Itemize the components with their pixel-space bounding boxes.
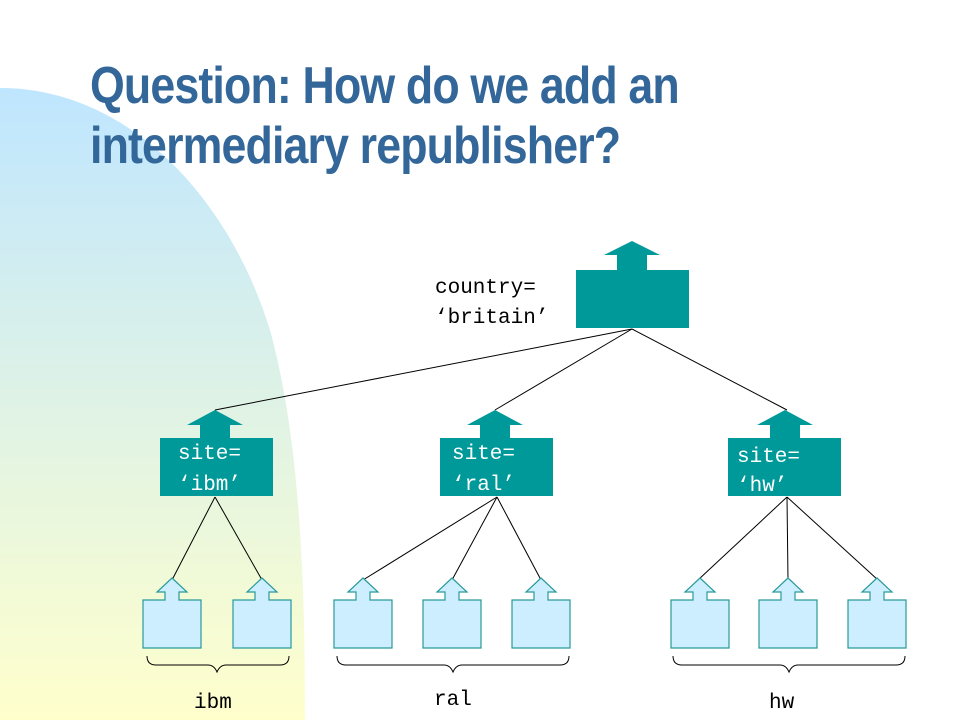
client-node-ibm-2 — [232, 577, 292, 649]
connector-hw-client-2 — [786, 496, 789, 581]
group-label-ral: ral — [434, 689, 472, 712]
connector-ral-client-1 — [362, 496, 498, 581]
root-broker-node — [576, 241, 689, 328]
connector-hw-client-1 — [697, 496, 788, 581]
connector-ral-client-3 — [496, 496, 542, 581]
root-label-line-2: ‘britain’ — [435, 307, 548, 330]
connector-ibm-client-1 — [171, 496, 216, 581]
client-node-ral-1 — [333, 577, 393, 649]
site-ral-label-line-1: site= — [452, 443, 515, 466]
client-shape — [422, 577, 482, 649]
site-broker-ibm: site= ‘ibm’ — [160, 410, 273, 497]
slide-title-line-2: intermediary republisher? — [90, 117, 621, 175]
group-braces — [146, 655, 906, 674]
root-connectors — [214, 328, 788, 411]
site-ral-label-line-2: ‘ral’ — [452, 474, 515, 497]
site-hw-label-line-1: site= — [737, 446, 800, 469]
client-shape — [232, 577, 292, 649]
connector-ibm-client-2 — [214, 496, 263, 581]
client-node-hw-3 — [847, 577, 907, 649]
group-label-hw: hw — [769, 692, 795, 715]
site-broker-hw: site= ‘hw’ — [728, 410, 841, 498]
client-node-ral-3 — [511, 577, 571, 649]
site-hw-neck — [770, 424, 800, 438]
client-nodes — [142, 577, 907, 649]
client-shape — [758, 577, 818, 649]
brace-hw — [672, 655, 906, 674]
site-ibm-neck — [200, 424, 230, 438]
root-label-line-1: country= — [435, 277, 536, 300]
group-label-ibm: ibm — [194, 692, 232, 715]
connector-hw-client-3 — [786, 496, 879, 581]
client-shape — [511, 577, 571, 649]
site-connectors — [171, 496, 879, 581]
site-ral-box — [440, 438, 553, 496]
site-ibm-box — [160, 438, 273, 496]
root-broker-box — [576, 270, 689, 328]
client-node-hw-1 — [670, 577, 730, 649]
client-node-ibm-1 — [142, 577, 202, 649]
slide-title-line-1: Question: How do we add an — [90, 57, 680, 115]
brace-ral — [336, 655, 570, 674]
client-shape — [670, 577, 730, 649]
connector-root-ral — [494, 328, 633, 411]
site-ibm-label-line-2: ‘ibm’ — [178, 474, 241, 497]
site-ral-arrow — [467, 410, 523, 425]
connector-root-hw — [631, 328, 788, 411]
site-broker-ral: site= ‘ral’ — [440, 410, 553, 497]
slide-title: Question: How do we add an intermediary … — [90, 56, 830, 176]
site-ral-neck — [480, 424, 510, 438]
connector-root-ibm — [214, 328, 633, 411]
site-ibm-label-line-1: site= — [178, 443, 241, 466]
root-broker-arrow — [604, 241, 660, 255]
client-node-hw-2 — [758, 577, 818, 649]
site-hw-box — [728, 438, 841, 496]
brace-ibm — [146, 655, 290, 674]
site-hw-arrow — [757, 410, 813, 425]
site-ibm-arrow — [187, 410, 243, 425]
site-hw-label-line-2: ‘hw’ — [737, 475, 787, 498]
client-shape — [142, 577, 202, 649]
client-shape — [333, 577, 393, 649]
client-node-ral-2 — [422, 577, 482, 649]
root-broker-neck — [617, 254, 647, 270]
connector-ral-client-2 — [451, 496, 498, 581]
client-shape — [847, 577, 907, 649]
